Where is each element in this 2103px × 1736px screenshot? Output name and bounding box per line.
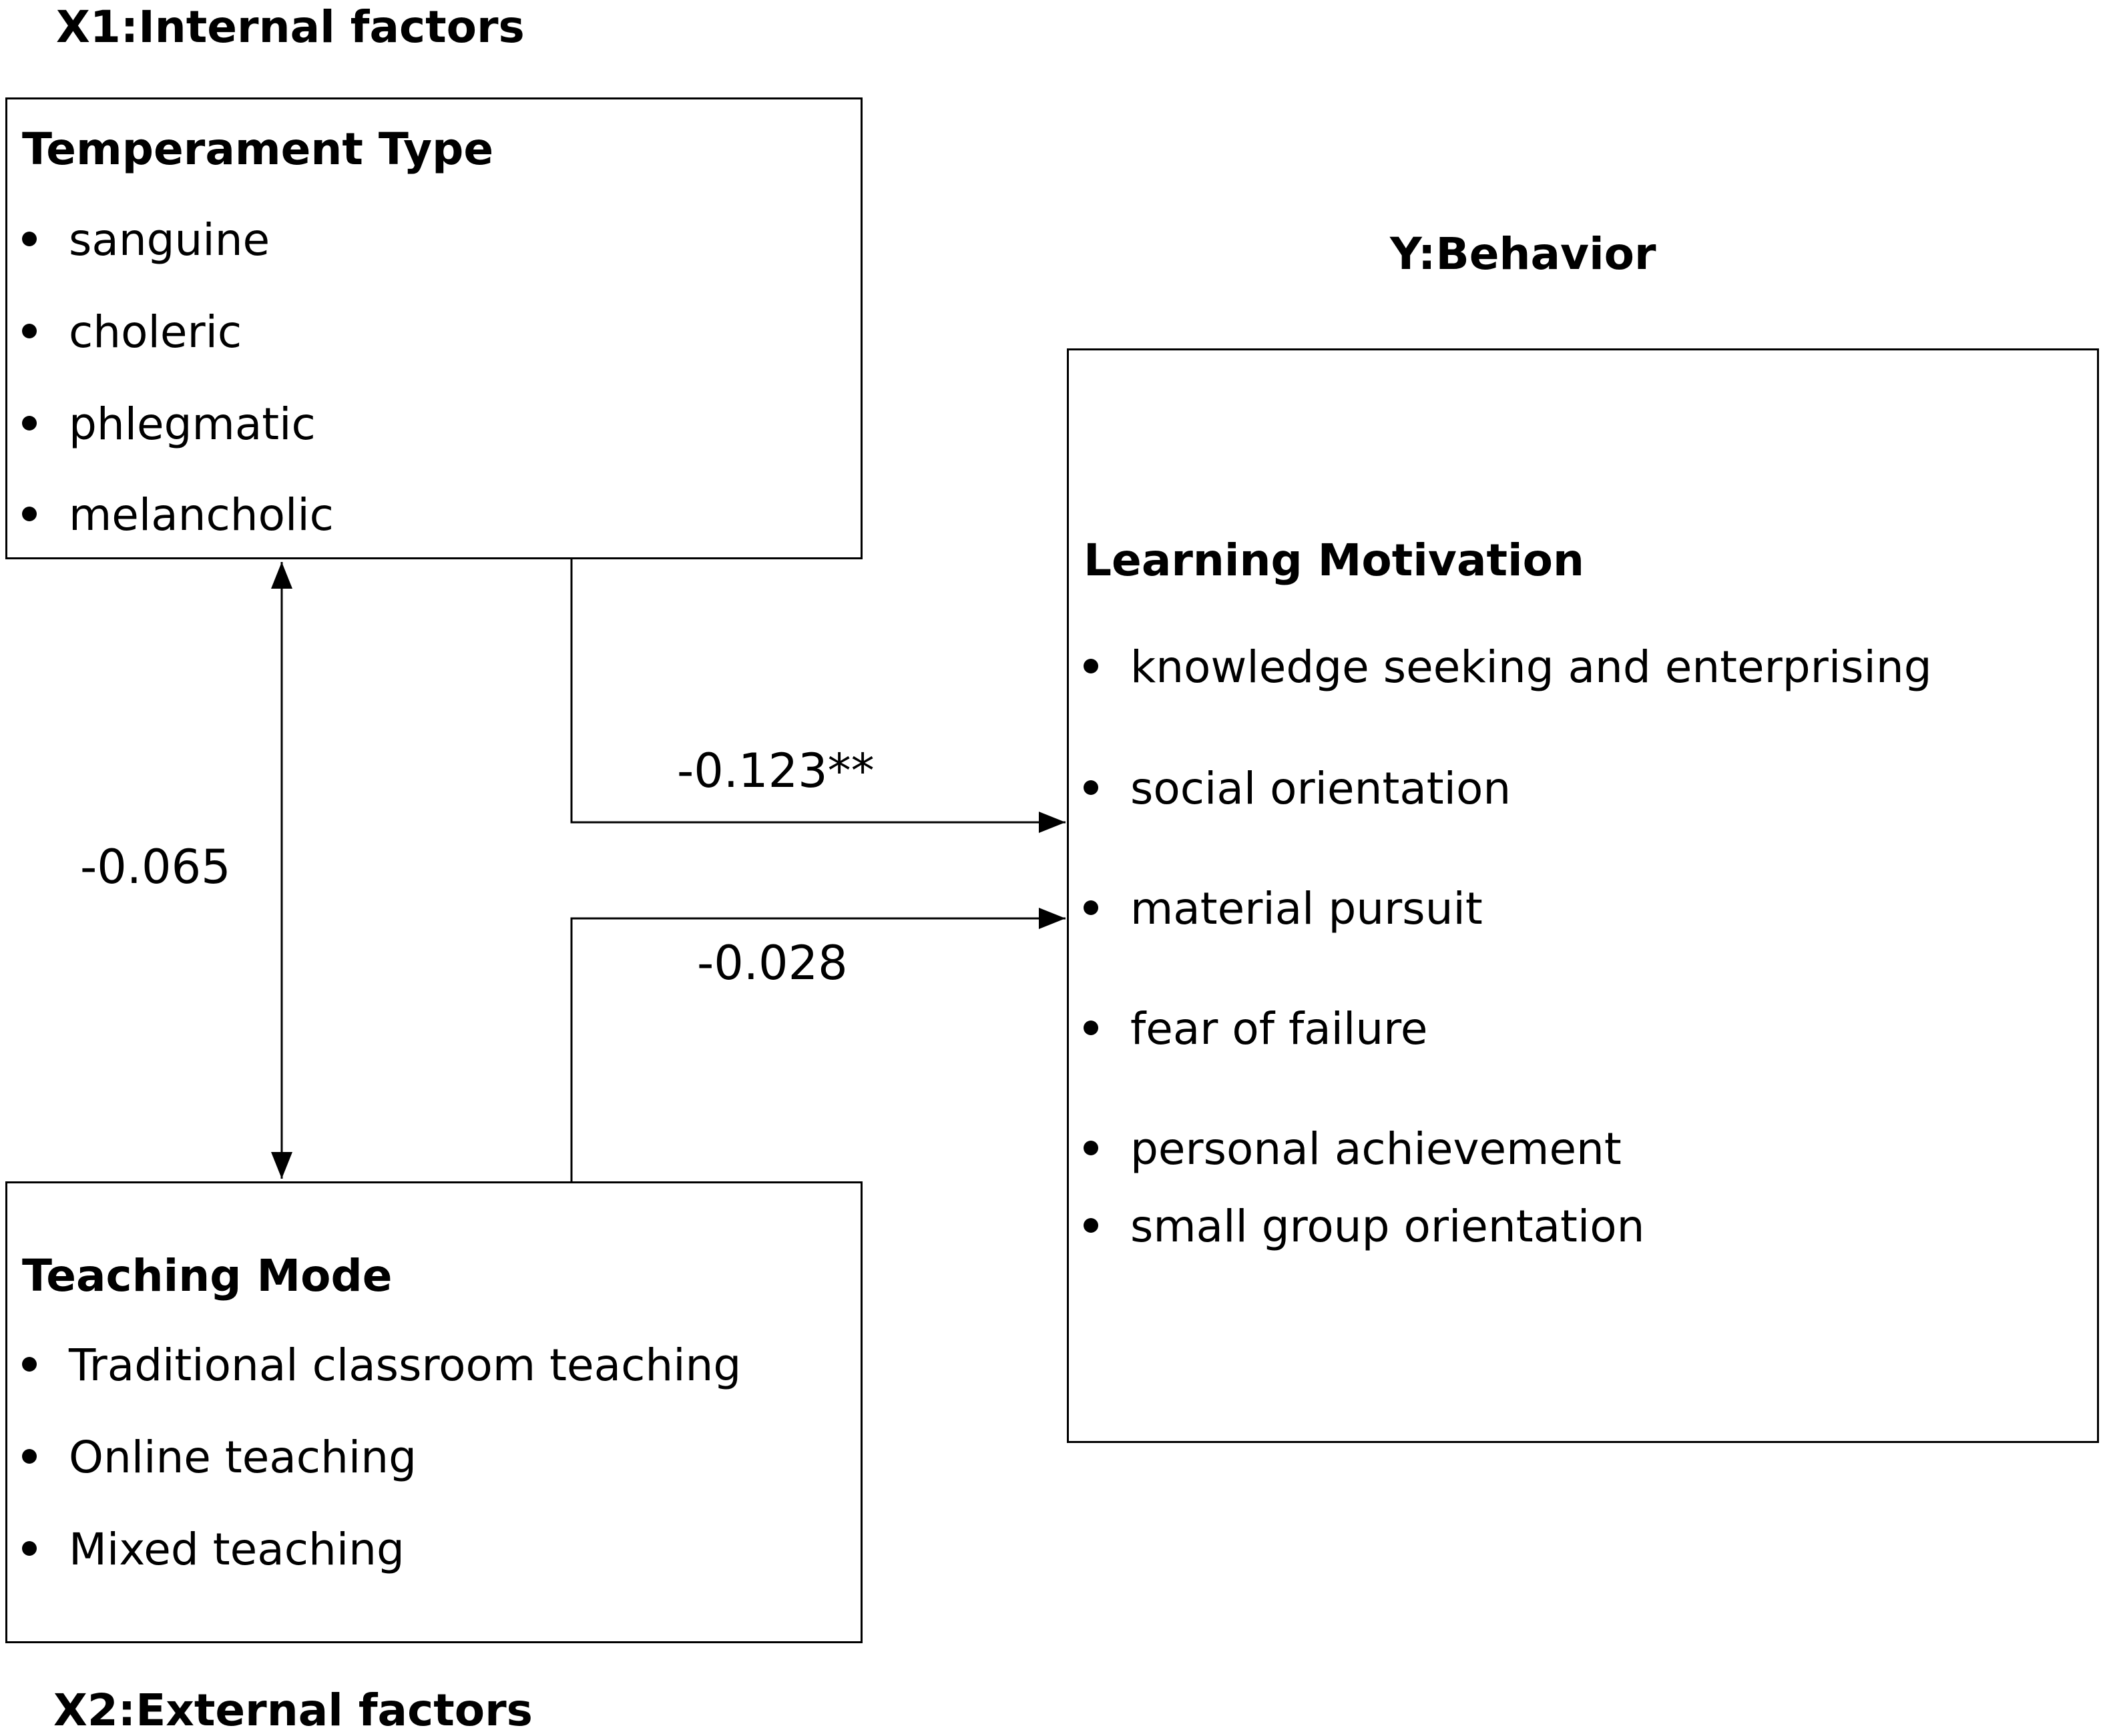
arrow-x1-y — [570, 558, 1066, 833]
coef-x1-x2: -0.065 — [80, 840, 231, 894]
list-item: personal achievement — [1084, 1127, 1622, 1171]
list-item: social orientation — [1084, 767, 1511, 811]
list-item: melancholic — [22, 493, 334, 537]
learning-motivation-title: Learning Motivation — [1084, 535, 1584, 586]
x2-heading: X2:External factors — [53, 1685, 533, 1736]
bullet-icon — [22, 1448, 37, 1464]
coef-x1-y: -0.123** — [677, 744, 875, 798]
x1-heading: X1:Internal factors — [56, 1, 525, 53]
list-item: fear of failure — [1084, 1007, 1427, 1051]
bullet-icon — [1084, 1217, 1098, 1233]
list-item: Mixed teaching — [22, 1528, 405, 1572]
teaching-mode-title: Teaching Mode — [22, 1250, 393, 1301]
coef-x2-y: -0.028 — [697, 936, 848, 990]
bullet-icon — [22, 231, 37, 246]
teaching-mode-box: Teaching Mode Traditional classroom teac… — [5, 1181, 863, 1643]
temperament-type-title: Temperament Type — [22, 123, 494, 175]
list-item: Traditional classroom teaching — [22, 1344, 741, 1388]
bullet-icon — [1084, 658, 1098, 673]
bullet-icon — [22, 506, 37, 521]
bullet-icon — [1084, 1020, 1098, 1035]
arrow-x2-y — [570, 908, 1066, 1183]
list-item: small group orientation — [1084, 1205, 1644, 1249]
list-item: phlegmatic — [22, 402, 316, 447]
list-item: material pursuit — [1084, 887, 1483, 931]
bullet-icon — [1084, 900, 1098, 915]
temperament-type-box: Temperament Type sanguine choleric phleg… — [5, 97, 863, 559]
list-item: choleric — [22, 310, 242, 354]
list-item: Online teaching — [22, 1436, 417, 1480]
learning-motivation-box: Learning Motivation knowledge seeking an… — [1067, 348, 2099, 1443]
bullet-icon — [22, 1540, 37, 1556]
list-item: knowledge seeking and enterprising — [1084, 645, 1932, 689]
bullet-icon — [1084, 780, 1098, 795]
bullet-icon — [22, 415, 37, 430]
y-heading: Y:Behavior — [1390, 228, 1656, 280]
list-item: sanguine — [22, 218, 270, 262]
bullet-icon — [1084, 1140, 1098, 1155]
bullet-icon — [22, 1356, 37, 1372]
bullet-icon — [22, 323, 37, 338]
